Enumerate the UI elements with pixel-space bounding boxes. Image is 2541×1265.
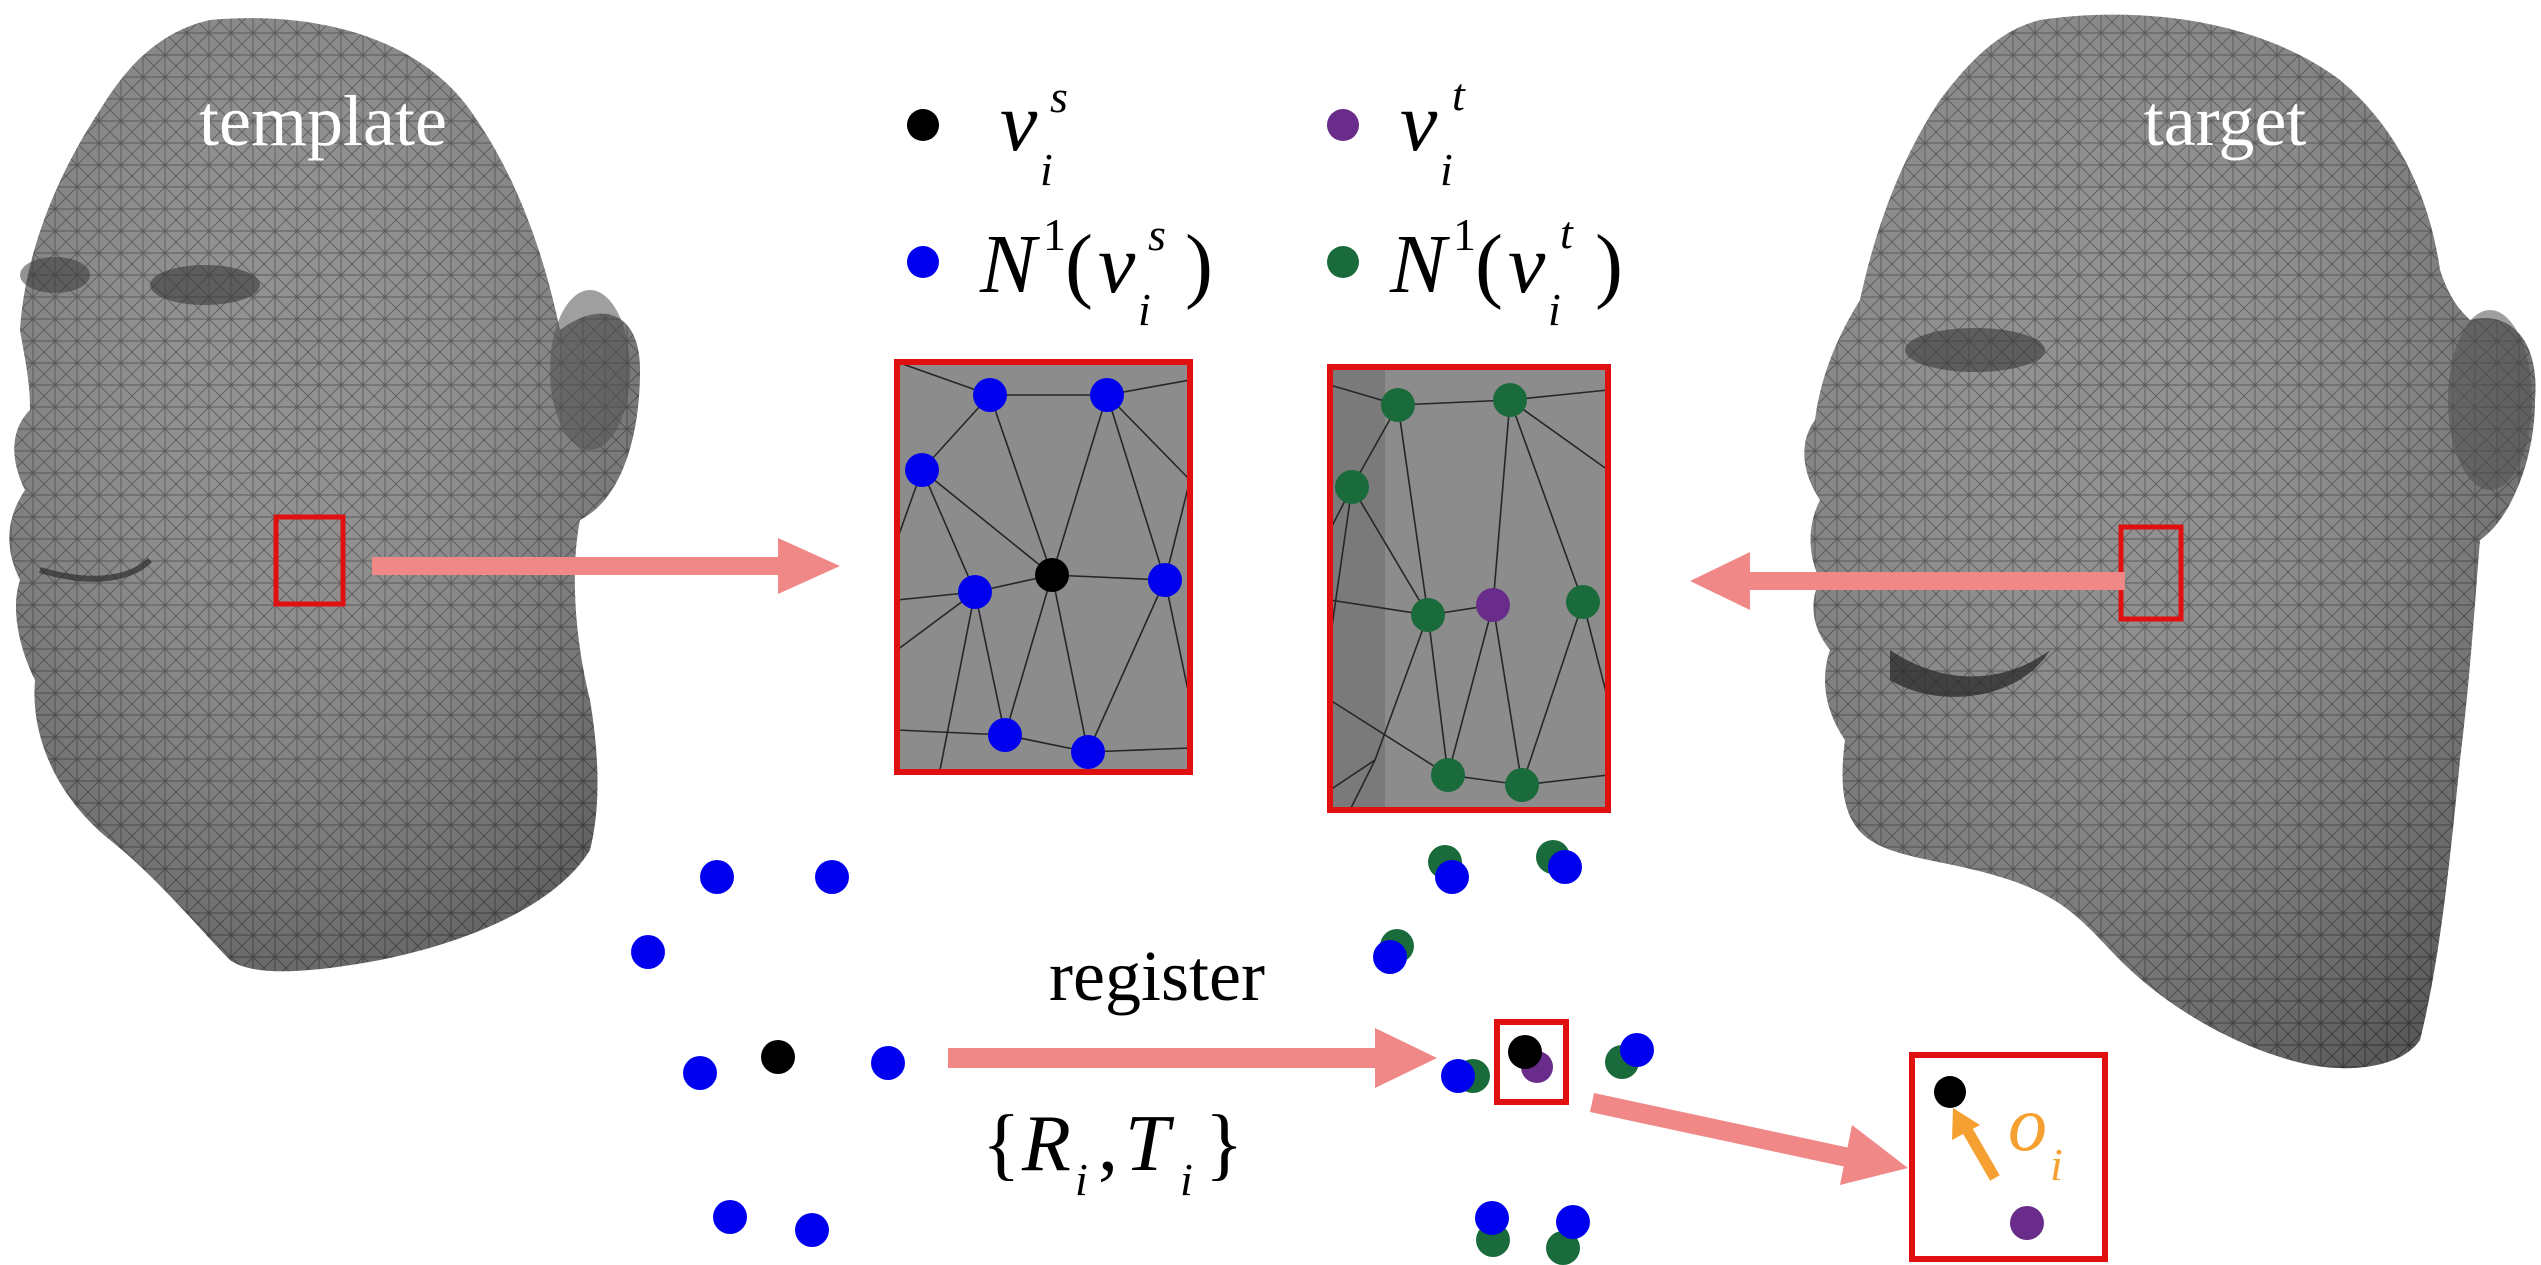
source-patch-vertex xyxy=(1035,558,1069,592)
offset-target-vertex xyxy=(2010,1206,2044,1240)
template-eye-left xyxy=(150,265,260,305)
register-arrow xyxy=(948,1028,1437,1088)
offset-source-vertex xyxy=(1934,1076,1966,1108)
target-eye xyxy=(1905,328,2045,372)
target-label: target xyxy=(2144,81,2307,161)
offset-arrow xyxy=(1952,1108,2000,1181)
target-head-shade xyxy=(1804,14,2536,1069)
template-eye-right xyxy=(20,257,90,293)
template-ear xyxy=(550,290,630,450)
template-head: template xyxy=(9,18,641,972)
legend-target-neighbor-dot xyxy=(1327,246,1359,278)
source-patch-neighbors xyxy=(905,378,1182,769)
offset-zoom-arrow xyxy=(1590,1093,1908,1185)
registered-source-vertex xyxy=(1508,1035,1542,1069)
template-label: template xyxy=(199,81,447,161)
arrow-template-to-patch xyxy=(372,538,840,594)
register-label: register xyxy=(1049,936,1265,1016)
offset-box: oi xyxy=(1909,1052,2108,1262)
source-patch-frame xyxy=(894,359,1193,775)
target-ear xyxy=(2448,310,2532,490)
legend-source-neighbor-dot xyxy=(907,246,939,278)
target-patch-dark-strip xyxy=(1330,367,1385,810)
target-patch xyxy=(1327,364,1611,813)
offset-label: oi xyxy=(2008,1080,2063,1190)
registered-vertex-frame xyxy=(1494,1019,1569,1105)
target-head: target xyxy=(1804,14,2536,1069)
source-neighborhood-vertex xyxy=(761,1040,795,1074)
registered-source-neighbors xyxy=(1373,850,1654,1239)
template-mouth xyxy=(39,557,153,582)
source-neighborhood-points xyxy=(631,860,905,1247)
source-patch xyxy=(894,359,1193,775)
target-patch-neighbors xyxy=(1335,383,1600,802)
target-patch-frame xyxy=(1327,364,1611,813)
template-patch-frame xyxy=(273,514,346,607)
arrow-target-to-patch xyxy=(1690,552,2125,610)
target-patch-vertex xyxy=(1476,588,1510,622)
legend-source-vertex-dot xyxy=(907,109,939,141)
template-head-shade xyxy=(9,18,641,972)
legend-target-vertex-dot xyxy=(1327,109,1359,141)
target-mouth xyxy=(1890,650,2050,697)
source-patch-edges xyxy=(896,361,1191,771)
